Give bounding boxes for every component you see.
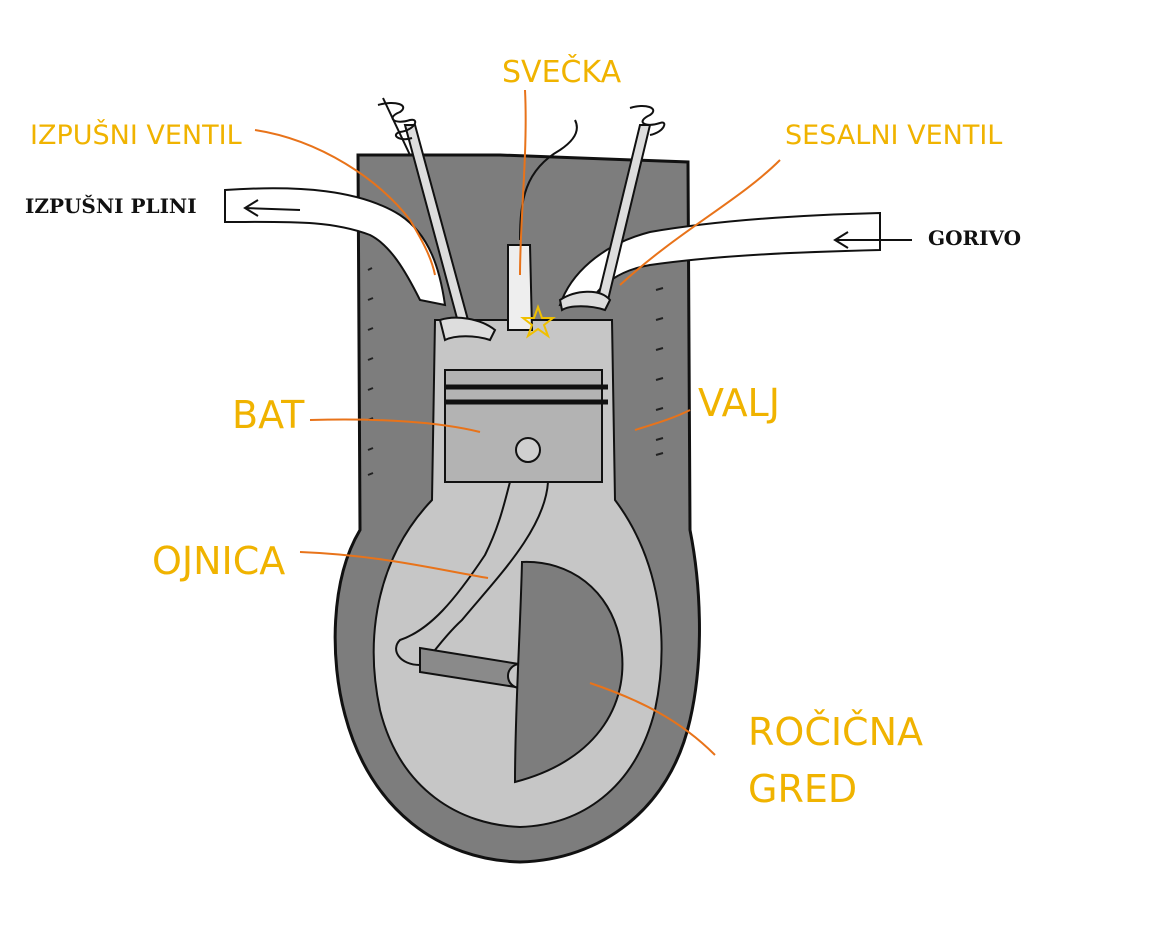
label-ojnica: OJNICA [152, 539, 286, 583]
label-rocicna-gred-line2: GRED [748, 767, 858, 811]
piston-pin [515, 437, 541, 463]
leader-bat [309, 418, 481, 433]
label-izpusni-plini: IZPUŠNI PLINI [25, 194, 197, 218]
label-svecka: SVEČKA [502, 55, 622, 90]
leader-izpusni-ventil [254, 129, 436, 276]
connecting-rod [395, 481, 550, 667]
exhaust-port [224, 187, 447, 307]
spark-star-icon [520, 304, 556, 339]
leader-svecka [519, 89, 527, 276]
spark-plug [507, 244, 534, 331]
label-izpusni-ventil: IZPUŠNI VENTIL [30, 120, 242, 151]
exhaust-flow-arrow [243, 199, 301, 217]
leader-rocicna [589, 682, 716, 756]
exhaust-valve [377, 97, 497, 342]
leader-valj [634, 409, 691, 431]
label-bat: BAT [232, 393, 305, 437]
label-rocicna-gred-line1: ROČIČNA [748, 710, 924, 754]
intake-flow-arrow [833, 231, 912, 249]
intake-valve [558, 105, 666, 312]
label-gorivo: GORIVO [928, 226, 1022, 250]
label-valj: VALJ [698, 381, 780, 425]
leader-ojnica [299, 551, 489, 579]
label-sesalni-ventil: SESALNI VENTIL [785, 120, 1003, 151]
leader-lines [254, 89, 781, 756]
leader-sesalni-ventil [619, 159, 781, 286]
crankshaft-counterweight [513, 560, 624, 784]
